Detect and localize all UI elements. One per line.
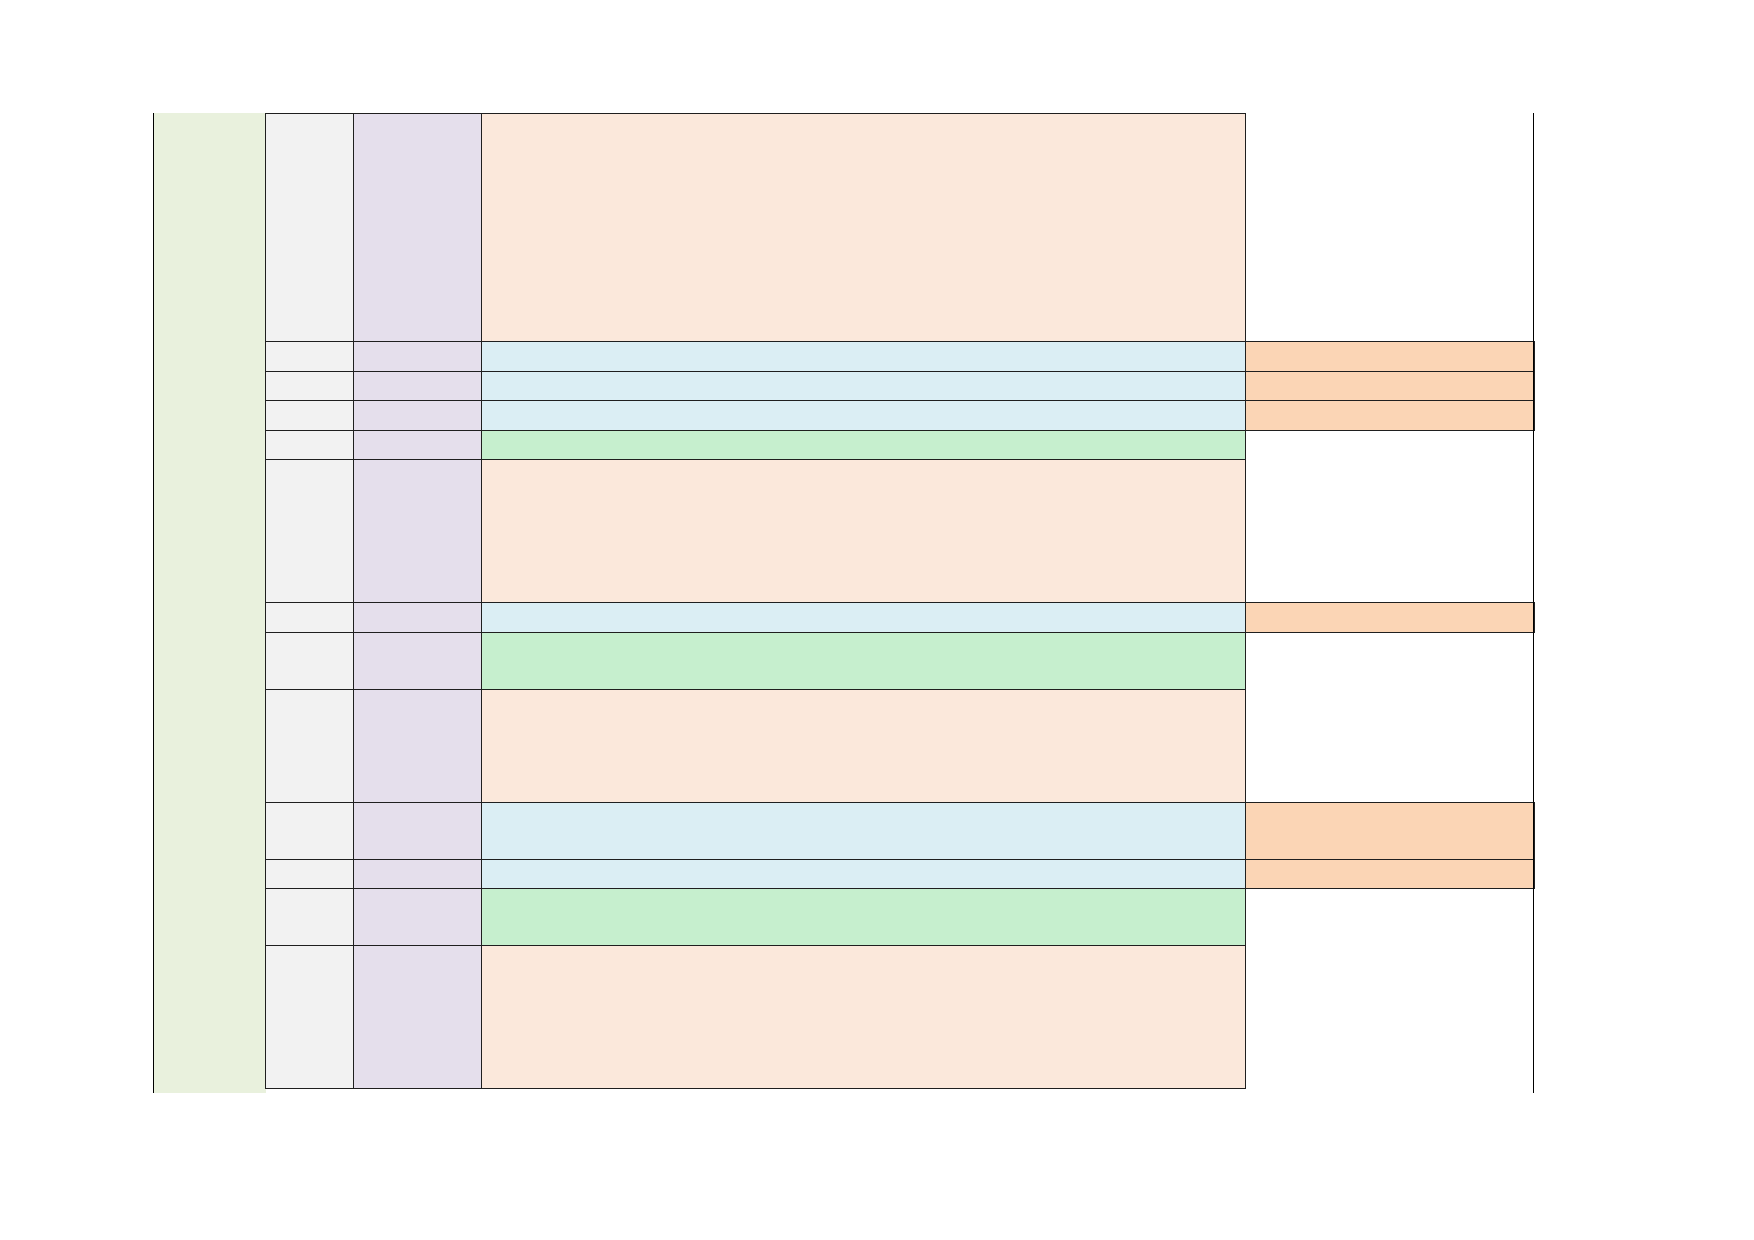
cell-col-b <box>353 459 482 603</box>
cell-value <box>1245 602 1535 633</box>
side-band <box>153 113 266 1093</box>
cell-col-b <box>353 341 482 372</box>
cell-col-b <box>353 602 482 633</box>
cell-col-a <box>265 632 354 690</box>
cell-description <box>481 689 1246 803</box>
cell-col-b <box>353 430 482 460</box>
cell-col-b <box>353 371 482 401</box>
cell-col-b <box>353 888 482 946</box>
cell-col-b <box>353 945 482 1089</box>
cell-col-a <box>265 945 354 1089</box>
cell-col-a <box>265 888 354 946</box>
cell-col-a <box>265 430 354 460</box>
cell-description <box>481 459 1246 603</box>
cell-value <box>1245 341 1535 372</box>
cell-col-a <box>265 459 354 603</box>
cell-col-a <box>265 113 354 342</box>
cell-description <box>481 113 1246 342</box>
cell-description <box>481 632 1246 690</box>
cell-col-b <box>353 113 482 342</box>
cell-description <box>481 341 1246 372</box>
cell-value <box>1245 371 1535 401</box>
cell-description <box>481 859 1246 889</box>
cell-value <box>1245 400 1535 431</box>
cell-col-b <box>353 802 482 860</box>
cell-description <box>481 430 1246 460</box>
cell-description <box>481 400 1246 431</box>
cell-col-a <box>265 400 354 431</box>
cell-col-b <box>353 689 482 803</box>
cell-description <box>481 371 1246 401</box>
cell-value <box>1245 802 1535 860</box>
cell-description <box>481 888 1246 946</box>
cell-description <box>481 602 1246 633</box>
cell-col-b <box>353 859 482 889</box>
cell-col-a <box>265 602 354 633</box>
cell-col-a <box>265 371 354 401</box>
cell-description <box>481 945 1246 1089</box>
cell-col-a <box>265 859 354 889</box>
cell-col-a <box>265 341 354 372</box>
cell-col-b <box>353 400 482 431</box>
cell-value <box>1245 859 1535 889</box>
cell-col-a <box>265 689 354 803</box>
cell-col-b <box>353 632 482 690</box>
cell-description <box>481 802 1246 860</box>
right-border <box>1533 113 1534 1093</box>
cell-col-a <box>265 802 354 860</box>
